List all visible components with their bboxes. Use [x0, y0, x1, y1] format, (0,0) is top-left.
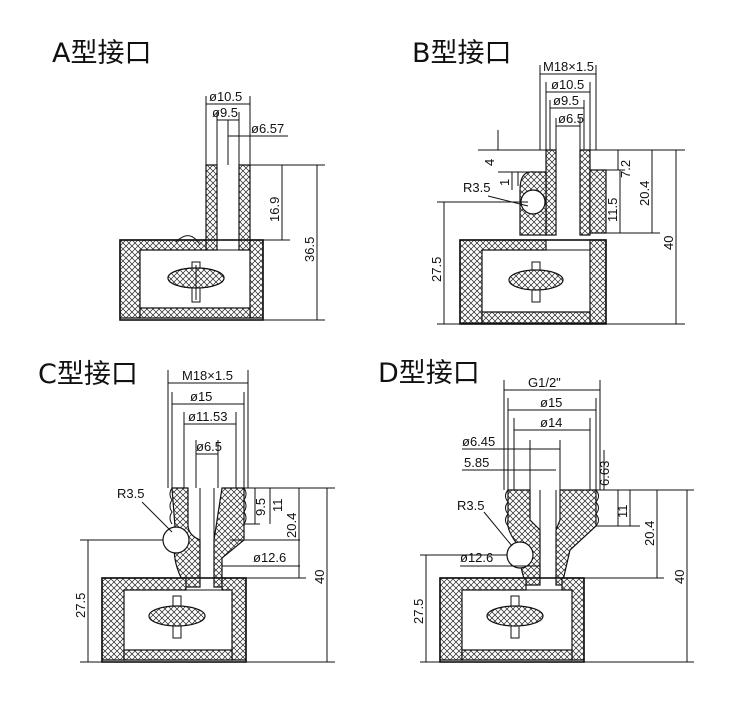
- panel-c-dims: M18×1.5 ø15 ø11.53 ø6.5 R3.5 9.5 11 2: [73, 368, 335, 663]
- panel-d-thread: G1/2": [528, 375, 561, 390]
- panel-a-d3: ø6.57: [251, 121, 284, 136]
- panel-a-d2: ø9.5: [212, 105, 238, 120]
- panel-b-housing: [459, 239, 607, 325]
- panel-d-body: [505, 489, 599, 586]
- panel-b-title: B型接口: [412, 38, 512, 69]
- panel-d-r: R3.5: [457, 498, 484, 513]
- panel-b-h1: 1: [497, 179, 512, 186]
- panel-b-r: R3.5: [463, 180, 490, 195]
- panel-c-valve: [148, 595, 206, 639]
- panel-b-d3: ø6.5: [558, 111, 584, 126]
- panel-c-d126: ø12.6: [253, 550, 286, 565]
- panel-a-dims: ø10.5 ø9.5 ø6.57 16.9 36.5: [205, 89, 325, 321]
- panel-b-h115: 11.5: [605, 198, 620, 222]
- panel-c-h40: 40: [312, 570, 327, 584]
- panel-c-r: R3.5: [117, 486, 144, 501]
- panel-b-h40: 40: [661, 236, 676, 250]
- panel-a-h1: 16.9: [267, 197, 282, 222]
- panel-a-housing: [119, 235, 264, 321]
- panel-a-h2: 36.5: [302, 237, 317, 262]
- panel-d: D型接口 G1/2": [378, 358, 694, 663]
- panel-c-title: C型接口: [38, 359, 138, 390]
- panel-b-dims: M18×1.5 ø10.5 ø9.5 ø6.5 4 1 R3.5: [429, 59, 685, 325]
- panel-d-housing: [439, 577, 585, 663]
- panel-a-title: A型接口: [52, 38, 151, 69]
- panel-d-h663: 6.63: [597, 461, 612, 486]
- panel-d-dims: G1/2" ø15 ø14 ø6.45 5.85 6.63 R3.5: [411, 375, 694, 663]
- panel-d-d126: ø12.6: [460, 550, 493, 565]
- panel-c-thread: M18×1.5: [182, 368, 233, 383]
- panel-b-d2: ø9.5: [553, 93, 579, 108]
- panel-c: C型接口 M18×1.5: [38, 359, 335, 663]
- panel-c-d2: ø11.53: [188, 409, 228, 424]
- panel-c-d3: ø6.5: [196, 439, 222, 454]
- panel-d-d4: 5.85: [464, 455, 489, 470]
- panel-c-d1: ø15: [190, 389, 212, 404]
- panel-c-housing: [101, 577, 247, 663]
- panel-d-h11: 11: [615, 505, 630, 519]
- panel-a-d1: ø10.5: [209, 89, 242, 104]
- panel-b-d1: ø10.5: [551, 77, 584, 92]
- panel-c-h275: 27.5: [73, 593, 88, 618]
- panel-d-d1: ø15: [540, 395, 562, 410]
- panel-d-h40: 40: [672, 570, 687, 584]
- panel-b-h275: 27.5: [429, 257, 444, 282]
- panel-b-thread: M18×1.5: [543, 59, 594, 74]
- panel-c-h11: 11: [270, 499, 285, 513]
- panel-b-pipe: [519, 149, 607, 236]
- panel-a-valve: [167, 261, 225, 303]
- panel-c-h204: 20.4: [284, 513, 299, 538]
- panel-b-h72: 7.2: [618, 160, 633, 178]
- panel-d-valve: [486, 595, 544, 639]
- panel-b-valve: [508, 261, 564, 303]
- panel-d-d3: ø6.45: [462, 434, 495, 449]
- panel-a-pipe: [205, 164, 251, 251]
- panel-c-h95: 9.5: [253, 498, 268, 516]
- panel-d-h204: 20.4: [642, 521, 657, 546]
- panel-a: A型接口: [52, 38, 325, 321]
- panel-b-h4: 4: [482, 159, 497, 166]
- panel-b: B型接口 M18×1.5: [412, 38, 685, 325]
- panel-d-title: D型接口: [378, 358, 480, 389]
- panel-d-d2: ø14: [540, 415, 562, 430]
- panel-b-h204: 20.4: [637, 181, 652, 206]
- panel-c-body: [162, 487, 247, 588]
- panel-d-h275: 27.5: [411, 599, 426, 624]
